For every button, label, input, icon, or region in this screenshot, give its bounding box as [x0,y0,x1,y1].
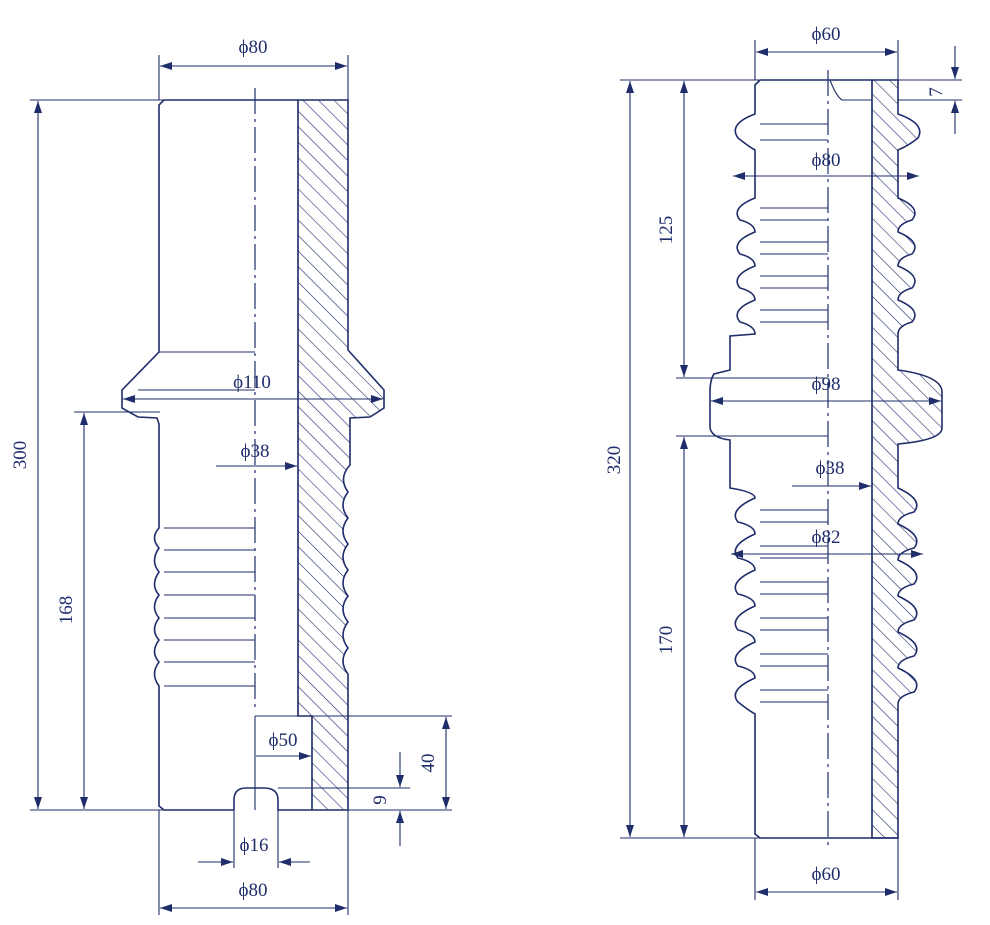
left-insulator: ϕ80 ϕ110 ϕ38 ϕ50 ϕ16 [10,37,452,915]
left-dim-lower-bore-dia: ϕ50 [254,716,311,810]
left-dim-total-height: 300 [10,99,164,811]
right-lower-height-label: 170 [656,626,677,655]
right-dim-top-step: 7 [898,46,962,134]
right-lower-shed-dia-label: ϕ82 [811,527,840,548]
left-flange-dia-label: ϕ110 [233,372,271,393]
right-dim-total-height: 320 [604,79,760,839]
left-shed-lines [164,527,255,687]
right-upper-height-label: 125 [656,216,677,245]
left-flange-lines [138,351,255,391]
left-section-hatch [297,99,385,811]
left-outer-profile [121,99,298,811]
right-dim-upper-height: 125 [656,81,730,379]
left-lower-height-label: 168 [56,596,77,625]
left-dim-lower-height: 168 [56,411,160,809]
left-dim-bore-dia: ϕ38 [216,441,297,470]
right-total-height-label: 320 [604,446,625,475]
left-dim-flange-dia: ϕ110 [123,372,383,403]
right-shed-lines [730,123,828,703]
right-top-recess [829,79,872,101]
left-top-dia-label: ϕ80 [238,37,267,58]
right-section-hatch [871,79,943,839]
left-dim-bottom-dia: ϕ80 [158,810,349,915]
left-pin-dia-label: ϕ16 [239,835,268,856]
right-flange-dia-label: ϕ98 [811,374,840,395]
left-dim-pin-dia: ϕ16 [198,810,310,868]
right-dim-bore-dia: ϕ38 [792,458,871,490]
right-outer-profile [709,79,898,839]
left-dim-pin-depth: 9 [278,752,410,846]
left-dim-top-dia: ϕ80 [158,37,349,100]
left-bore-outline [255,100,312,717]
right-bottom-dia-label: ϕ60 [811,864,840,885]
right-insulator: ϕ60 7 ϕ80 ϕ98 ϕ38 ϕ82 [604,24,962,900]
right-dim-bottom-dia: ϕ60 [754,838,899,900]
left-bore-dia-label: ϕ38 [240,441,269,462]
left-dim-bore-depth: 40 [312,715,452,811]
right-top-step-label: 7 [926,87,947,97]
right-top-dia-label: ϕ60 [811,24,840,45]
right-bore-dia-label: ϕ38 [815,458,844,479]
left-lower-bore-dia-label: ϕ50 [268,730,297,751]
left-total-height-label: 300 [10,441,31,470]
right-upper-shed-dia-label: ϕ80 [811,150,840,171]
right-dim-lower-shed-dia: ϕ82 [731,527,923,558]
right-dim-flange-dia: ϕ98 [711,374,941,405]
left-bottom-dia-label: ϕ80 [238,880,267,901]
left-pin-recess [233,787,312,811]
left-bore-depth-label: 40 [418,754,439,773]
left-pin-depth-label: 9 [370,795,391,805]
right-dim-top-dia: ϕ60 [754,24,899,80]
right-dim-lower-height: 170 [656,435,730,837]
right-dim-upper-shed-dia: ϕ80 [733,150,919,180]
